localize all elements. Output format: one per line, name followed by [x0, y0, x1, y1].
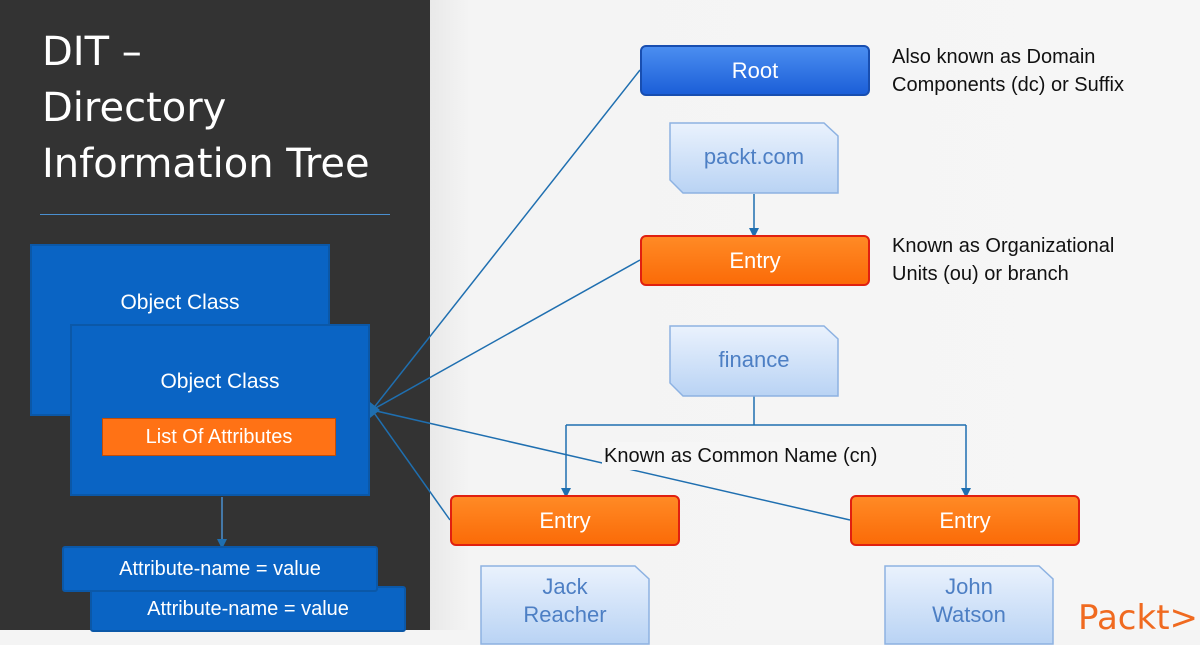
list-of-attributes-box: List Of Attributes — [102, 418, 336, 456]
link-to-entry-left — [371, 409, 451, 521]
entry-note-line-1: Known as Organizational — [892, 235, 1115, 257]
person-last-name: Watson — [932, 602, 1006, 627]
link-to-entry-mid — [371, 259, 641, 411]
domain-tag: packt.com — [669, 122, 839, 194]
person-tag-left: Jack Reacher — [480, 565, 650, 645]
cn-note: Known as Common Name (cn) — [602, 442, 880, 470]
entry-node-ou: Entry — [640, 235, 870, 286]
link-to-root — [371, 69, 641, 411]
entry-node-right: Entry — [850, 495, 1080, 546]
root-note: Also known as Domain Components (dc) or … — [892, 43, 1124, 99]
ou-tag: finance — [669, 325, 839, 397]
tag-shape — [669, 122, 839, 194]
person-last-name: Reacher — [523, 602, 607, 627]
person-tag-label: John Watson — [884, 565, 1054, 629]
object-class-label: Object Class — [120, 291, 240, 314]
object-class-label: Object Class — [160, 370, 280, 393]
person-first-name: Jack — [542, 574, 588, 599]
connector-hub — [370, 402, 380, 418]
domain-tag-label: packt.com — [703, 144, 805, 169]
root-note-line-2: Components (dc) or Suffix — [892, 74, 1124, 96]
packt-logo: Packt> — [1078, 598, 1199, 638]
title-divider — [40, 214, 390, 215]
object-class-box-front: Object Class List Of Attributes — [70, 324, 370, 496]
entry-note-line-2: Units (ou) or branch — [892, 263, 1069, 285]
person-first-name: John — [945, 574, 993, 599]
title-line-3: Information Tree — [42, 141, 370, 187]
entry-node-left: Entry — [450, 495, 680, 546]
tag-shape — [669, 325, 839, 397]
title-line-2: Directory — [42, 85, 227, 131]
attribute-box-2: Attribute-name = value — [90, 586, 406, 632]
attribute-box-1: Attribute-name = value — [62, 546, 378, 592]
root-note-line-1: Also known as Domain — [892, 46, 1096, 68]
title-line-1: DIT – — [42, 29, 142, 75]
person-tag-label: Jack Reacher — [480, 565, 650, 629]
ou-tag-label: finance — [718, 347, 790, 372]
root-node: Root — [640, 45, 870, 96]
slide-title: DIT – Directory Information Tree — [42, 24, 370, 192]
entry-note: Known as Organizational Units (ou) or br… — [892, 232, 1114, 288]
person-tag-right: John Watson — [884, 565, 1054, 645]
